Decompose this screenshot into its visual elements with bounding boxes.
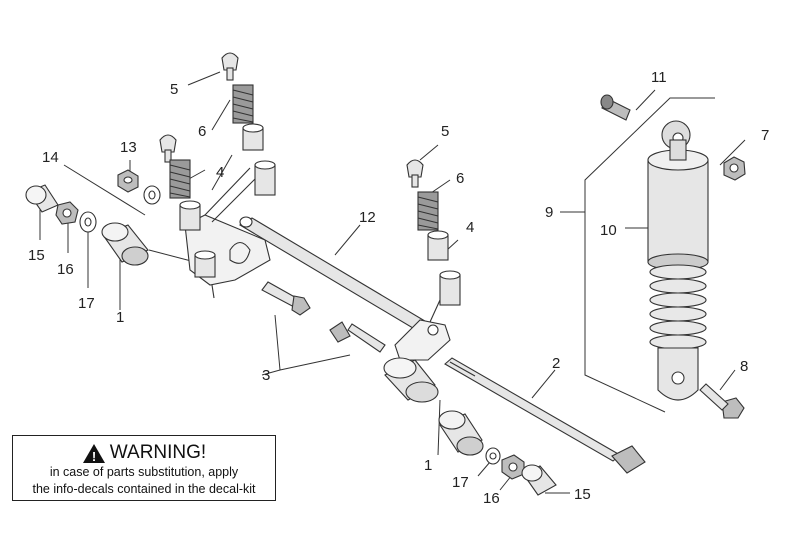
center-bushing [383, 357, 439, 403]
left-spacers [25, 184, 149, 266]
callout-16-left: 16 [57, 261, 74, 278]
callout-9: 9 [545, 204, 553, 221]
callout-12: 12 [359, 209, 376, 226]
left-upper-spring [232, 84, 254, 124]
bolts [261, 281, 386, 353]
callout-17-left: 17 [78, 295, 95, 312]
right-bracket [394, 299, 451, 361]
nut-washer-13-14 [117, 169, 161, 205]
callout-15-right: 15 [574, 486, 591, 503]
callout-2: 2 [552, 355, 560, 372]
left-spring-stack [159, 52, 276, 278]
warning-title: WARNING! [109, 442, 207, 463]
warning-box: ! WARNING! in case of parts substitution… [12, 435, 276, 501]
callout-10: 10 [600, 222, 617, 239]
callout-numbers: 1 1 2 3 4 4 5 5 6 6 7 8 9 10 11 12 13 14… [28, 69, 769, 507]
warning-heading: ! WARNING! [13, 442, 275, 464]
callout-14: 14 [42, 149, 59, 166]
callout-8: 8 [740, 358, 748, 375]
warning-line-1: in case of parts substitution, apply [49, 465, 239, 479]
callout-1-right: 1 [424, 457, 432, 474]
callout-15-left: 15 [28, 247, 45, 264]
callout-16-right: 16 [483, 490, 500, 507]
callout-5-right: 5 [441, 123, 449, 140]
callout-1-left: 1 [116, 309, 124, 326]
warning-triangle-icon: ! [82, 443, 105, 464]
warning-line-2: the info-decals contained in the decal-k… [32, 482, 256, 496]
callout-5-left: 5 [170, 81, 178, 98]
left-lower-spring [169, 159, 191, 199]
callout-4-right: 4 [466, 219, 474, 236]
callout-7: 7 [761, 127, 769, 144]
callout-17-right: 17 [452, 474, 469, 491]
right-spacers [438, 410, 557, 496]
callout-4-left: 4 [216, 164, 224, 181]
shock-spring [649, 264, 707, 350]
pivot-shaft [238, 216, 442, 338]
right-spring-stack [406, 159, 461, 306]
callout-13: 13 [120, 139, 137, 156]
callout-6-right: 6 [456, 170, 464, 187]
callout-11: 11 [651, 69, 667, 86]
right-spring [417, 191, 439, 231]
warning-icon-glyph: ! [92, 449, 96, 464]
shock-absorber [600, 94, 746, 419]
callout-3: 3 [262, 367, 270, 384]
long-bolt [444, 357, 646, 474]
callout-6-left: 6 [198, 123, 206, 140]
leader-lines [39, 71, 746, 494]
